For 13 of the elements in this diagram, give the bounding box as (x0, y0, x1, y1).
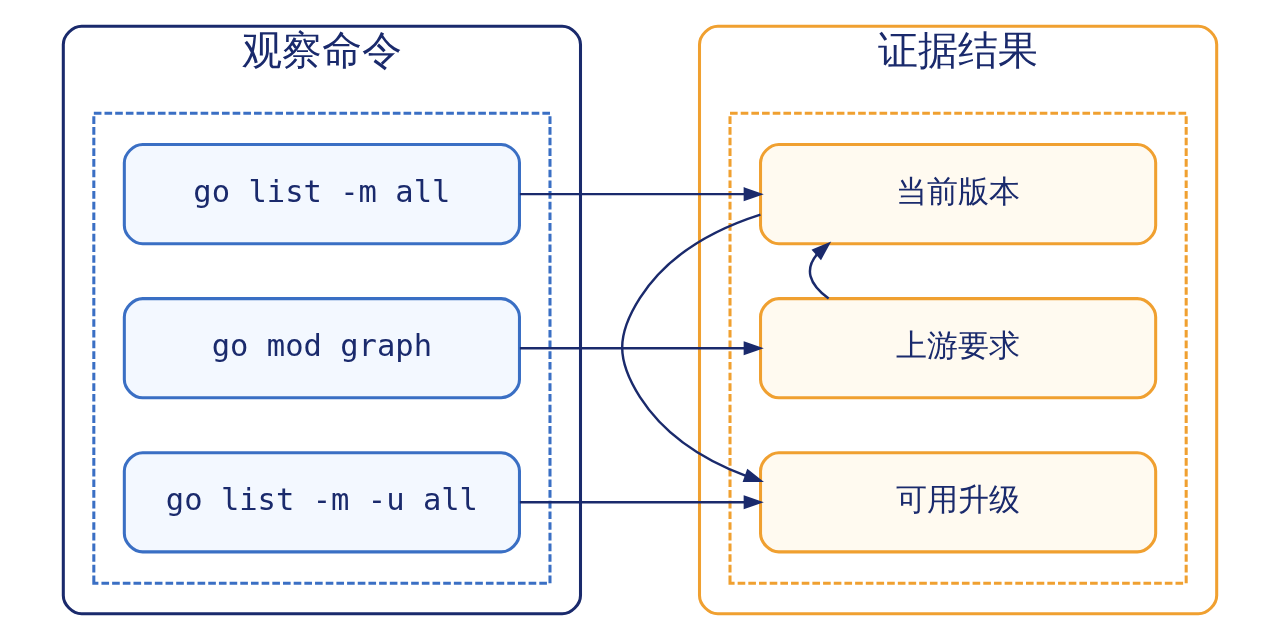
node-box: 上游要求 (759, 297, 1158, 400)
node-box: go mod graph (122, 297, 521, 400)
arrow (808, 241, 832, 300)
node-box: 当前版本 (759, 143, 1158, 246)
cluster (728, 111, 1188, 585)
arrow (519, 187, 764, 202)
node-box: go list -m all (122, 143, 521, 246)
arrow (519, 495, 764, 510)
arrow (519, 341, 764, 356)
cluster (92, 111, 552, 585)
node-box: go list -m -u all (122, 451, 521, 554)
arrow (621, 213, 764, 483)
node-box: 可用升级 (759, 451, 1158, 554)
